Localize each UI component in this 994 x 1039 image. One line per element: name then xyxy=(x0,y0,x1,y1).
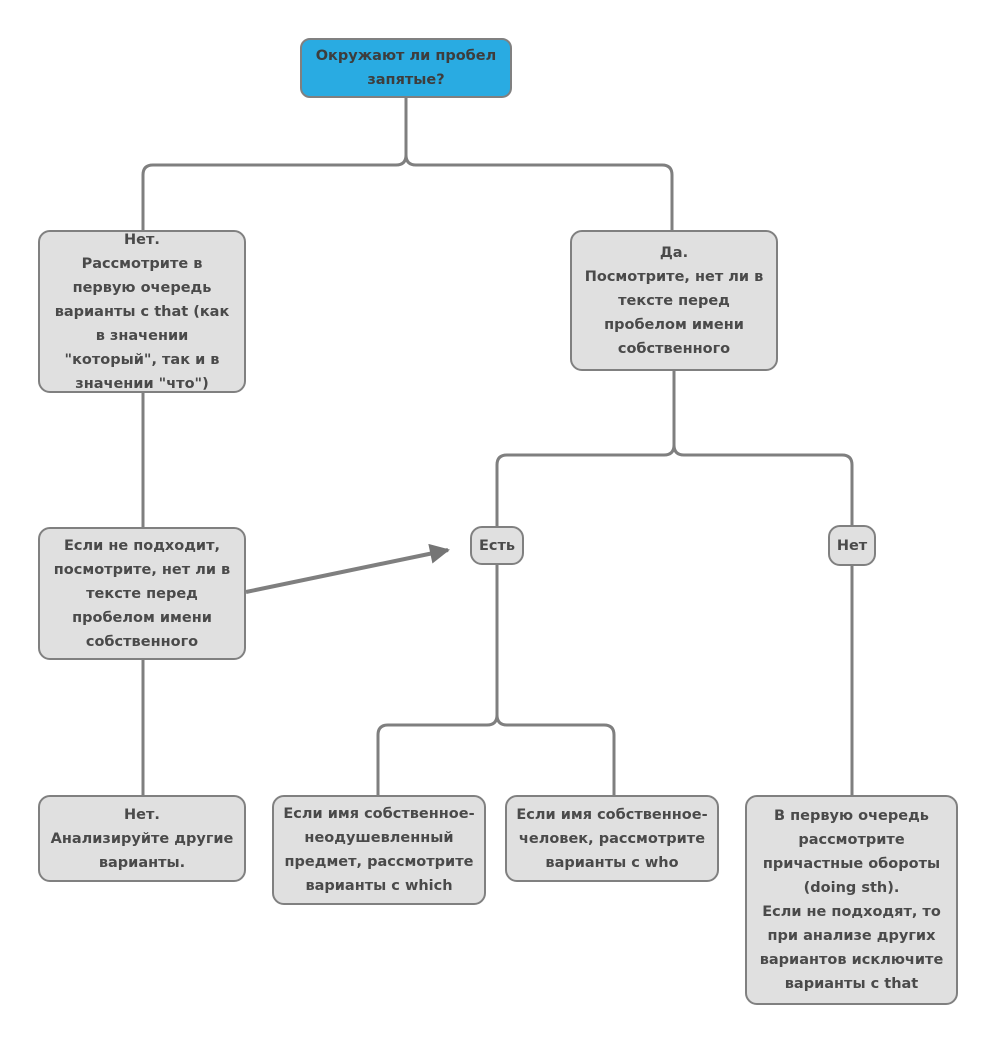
flowchart-node-if-not-fit-check-proper-noun: Если не подходит, посмотрите, нет ли в т… xyxy=(38,527,246,660)
connector-yes-to-havenot xyxy=(672,371,854,525)
flowchart-node-analyze-other-variants: Нет. Анализируйте другие варианты. xyxy=(38,795,246,882)
flowchart-node-person-who: Если имя собственное- человек, рассмотри… xyxy=(505,795,719,882)
connector-ifnotfit-arrow-to-have xyxy=(245,543,450,594)
connector-yes-to-have xyxy=(495,371,676,526)
connector-root-to-yes xyxy=(404,98,674,230)
connector-root-to-no xyxy=(141,98,408,230)
flowchart-node-root-question: Окружают ли пробел запятые? xyxy=(300,38,512,98)
flowchart-node-yes-check-proper-noun: Да. Посмотрите, нет ли в тексте перед пр… xyxy=(570,230,778,371)
flowchart-node-inanimate-which: Если имя собственное- неодушевленный пре… xyxy=(272,795,486,905)
flowchart-node-have: Есть xyxy=(470,526,524,565)
flowchart-node-participle-clauses: В первую очередь рассмотрите причастные … xyxy=(745,795,958,1005)
flowchart-node-have-not: Нет xyxy=(828,525,876,566)
flowchart-node-no-consider-that: Нет. Рассмотрите в первую очередь вариан… xyxy=(38,230,246,393)
connector-have-to-which xyxy=(376,565,499,795)
connector-have-to-who xyxy=(495,565,616,795)
